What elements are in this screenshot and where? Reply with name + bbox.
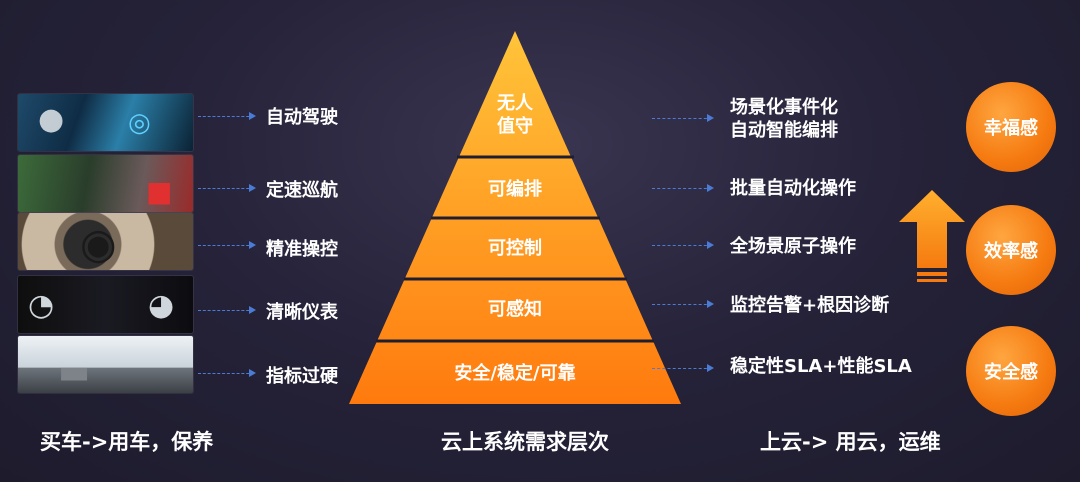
right-item-label: 批量自动化操作: [730, 177, 856, 200]
pyramid-level-label: 安全/稳定/可靠: [430, 362, 600, 385]
right-item-label-line: 自动智能编排: [730, 120, 838, 141]
arrow-right-icon: [652, 304, 712, 305]
right-item-label: 稳定性SLA+性能SLA: [730, 355, 912, 378]
left-section-title: 买车->用车，保养: [40, 426, 213, 456]
pyramid-level-label: 可编排: [445, 178, 585, 201]
right-item-label: 监控告警+根因诊断: [730, 294, 889, 317]
security-badge: 安全感: [966, 326, 1056, 416]
pyramid-level-label: 无人 值守: [465, 92, 565, 138]
center-section-title: 云上系统需求层次: [441, 426, 609, 456]
right-item-label: 全场景原子操作: [730, 235, 856, 258]
right-section-title: 上云-> 用云，运维: [760, 426, 941, 456]
pyramid-level-label: 可控制: [445, 237, 585, 260]
arrow-right-icon: [652, 368, 712, 369]
up-arrow-icon: [899, 190, 965, 286]
pyramid-level-label-line: 无人: [497, 93, 533, 114]
right-item-label-line: 场景化事件化: [730, 97, 838, 118]
pyramid-level-label: 可感知: [445, 298, 585, 321]
arrow-right-icon: [652, 118, 712, 119]
arrow-right-icon: [652, 188, 712, 189]
arrow-right-icon: [652, 245, 712, 246]
efficiency-badge: 效率感: [966, 205, 1056, 295]
pyramid-level-label-line: 值守: [497, 116, 533, 137]
right-item-label: 场景化事件化 自动智能编排: [730, 96, 838, 142]
happiness-badge: 幸福感: [966, 82, 1056, 172]
